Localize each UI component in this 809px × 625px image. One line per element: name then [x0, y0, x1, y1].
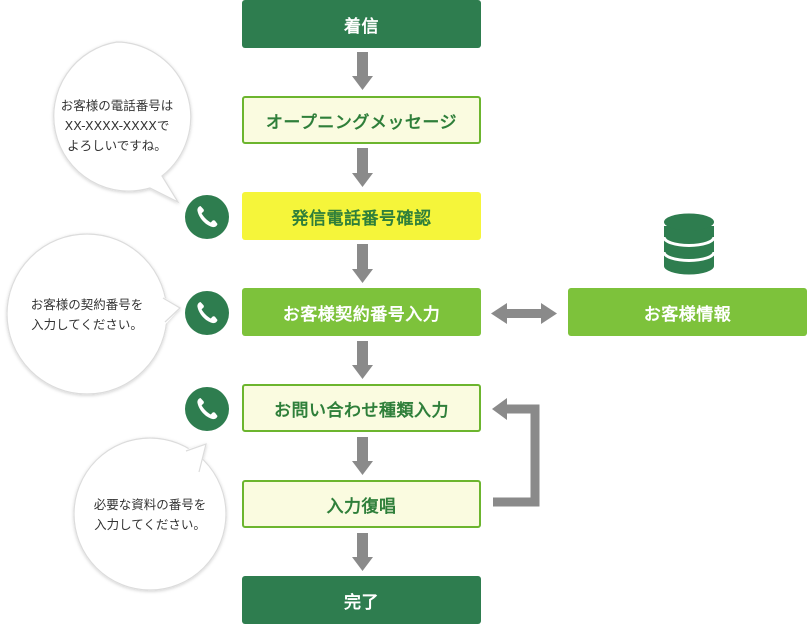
speech-bubble-document-prompt [73, 437, 227, 591]
speech-bubble-contract-prompt [6, 233, 181, 395]
phone-icon [185, 387, 229, 431]
arrow-down-6 [352, 533, 373, 571]
bubble-phone-confirm-text: お客様の電話番号は XX-XXXX-XXXXで よろしいですね。 [60, 98, 174, 153]
arrow-down-1 [352, 52, 373, 90]
node-opening-message: オープニングメッセージ [242, 96, 481, 144]
phone-icon [185, 195, 229, 239]
arrow-down-3 [352, 244, 373, 283]
arrow-down-2 [352, 148, 373, 187]
loop-arrow [492, 398, 540, 507]
node-inquiry-type-input: お問い合わせ種類入力 [242, 384, 481, 432]
node-incoming: 着信 [242, 0, 481, 48]
database-icon [662, 213, 716, 275]
node-input-repeat: 入力復唱 [242, 480, 481, 528]
arrow-down-5 [352, 437, 373, 475]
bubble-document-prompt-text: 必要な資料の番号を 入力してください。 [93, 497, 207, 532]
arrow-down-4 [352, 341, 373, 379]
phone-icon [185, 291, 229, 335]
node-complete: 完了 [242, 576, 481, 624]
flow-arrows [352, 52, 373, 571]
node-caller-id-check: 発信電話番号確認 [242, 192, 481, 240]
double-arrow [491, 303, 557, 324]
bubble-contract-prompt-text: お客様の契約番号を 入力してください。 [30, 297, 144, 332]
node-customer-info: お客様情報 [568, 288, 807, 336]
speech-bubble-phone-confirm [53, 41, 192, 204]
node-contract-number-input: お客様契約番号入力 [242, 288, 481, 336]
